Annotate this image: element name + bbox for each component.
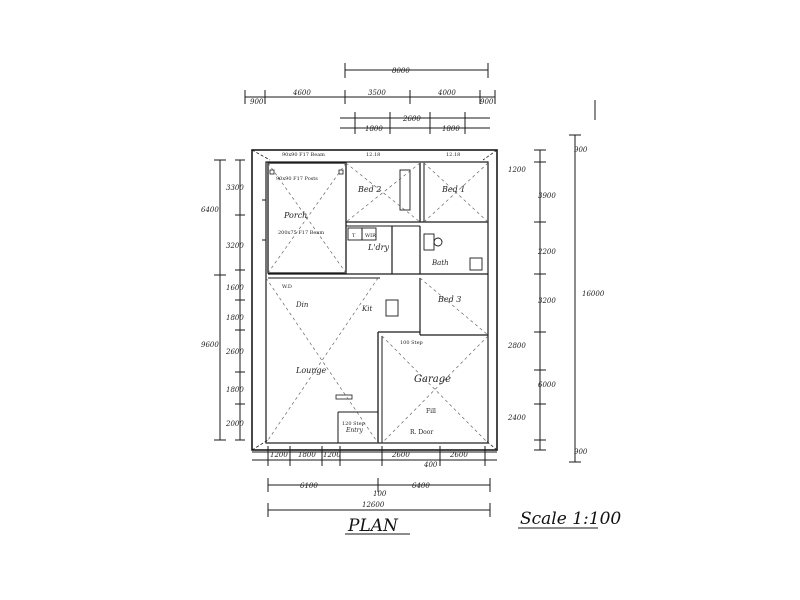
- note-posts: 90x90 F17 Posts: [276, 176, 318, 182]
- dim-left-seg-6: 2000: [225, 420, 244, 428]
- room-label-din: Din: [295, 301, 309, 309]
- room-label-bed3: Bed 3: [437, 295, 461, 304]
- room-label-bed2: Bed 2: [357, 185, 381, 194]
- scale-label: Scale 1:100: [520, 509, 621, 529]
- note-porch-beam: 90x90 F17 Beam: [282, 152, 325, 158]
- note-wd: W.D: [282, 284, 292, 290]
- note-lintel2: 12.18: [446, 152, 460, 158]
- dim-right-seg-3: 2200: [537, 248, 556, 256]
- note-beam: 200x75 F17 Beam: [278, 230, 324, 236]
- dim-left-seg-1: 3200: [226, 242, 244, 250]
- dim-top-window-1: 2600: [402, 115, 421, 123]
- dim-bottom-seg-2: 1200: [323, 451, 341, 459]
- note-wir: WIR: [365, 233, 376, 239]
- room-labels: Porch Bed 2 Bed 1 L'dry Bath Bed 3 Din K…: [283, 185, 465, 434]
- dim-top-row-3: 4000: [437, 89, 456, 97]
- room-label-kit: Kit: [361, 305, 372, 313]
- room-label-entry: Entry: [345, 427, 364, 434]
- dim-bottom-half-2: 6400: [412, 482, 430, 490]
- dim-bottom-seg-0: 1200: [270, 451, 288, 459]
- right-dimensions: 16000 900 1200 3900 2200 3200 2800 6000 …: [507, 100, 605, 463]
- dim-right-overall: 16000: [582, 290, 605, 298]
- drawing-notes: 90x90 F17 Beam 90x90 F17 Posts 200x75 F1…: [276, 152, 460, 436]
- dim-bottom-seg-3: 2600: [391, 451, 410, 459]
- room-label-lounge: Lounge: [295, 366, 327, 375]
- dim-bottom-seg-4: 400: [423, 461, 438, 469]
- dim-right-seg-8: 900: [574, 448, 588, 456]
- bottom-dimensions: 1200 1800 1200 2600 400 2600 6100 100 64…: [252, 446, 497, 517]
- dim-top-row-4: 900: [480, 98, 494, 106]
- top-dimensions: 8000 900 4600 3500 4000 900 1800 2600 18…: [244, 63, 496, 134]
- note-entry-step: 120 Step: [342, 421, 365, 427]
- dim-left-seg-4: 2600: [225, 348, 244, 356]
- dim-top-window-2: 1800: [442, 125, 460, 133]
- dim-bottom-seg-5: 2600: [449, 451, 468, 459]
- dim-right-seg-0: 900: [574, 146, 588, 154]
- dim-right-seg-1: 1200: [508, 166, 526, 174]
- dim-top-row-0: 900: [250, 98, 264, 106]
- dim-right-seg-5: 2800: [507, 342, 526, 350]
- note-wc: T: [352, 233, 356, 239]
- dim-right-seg-6: 6000: [538, 381, 556, 389]
- left-dimensions: 6400 9600 3300 3200 1600 1800 2600 1800 …: [201, 159, 245, 441]
- dim-bottom-half-1: 100: [373, 490, 387, 498]
- room-label-porch: Porch: [283, 211, 307, 220]
- drawing-title: PLAN Scale 1:100: [345, 509, 621, 536]
- dim-left-seg-0: 3300: [226, 184, 244, 192]
- dim-right-seg-2: 3900: [538, 192, 556, 200]
- room-label-bed1: Bed 1: [441, 185, 465, 194]
- dim-bottom-half-0: 6100: [300, 482, 318, 490]
- dim-left-overall-upper: 6400: [201, 206, 219, 214]
- dim-right-seg-7: 2400: [507, 414, 526, 422]
- room-label-bath: Bath: [431, 259, 449, 267]
- note-lintel: 12.18: [366, 152, 380, 158]
- room-label-ldry: L'dry: [367, 243, 389, 252]
- dim-top-window-0: 1800: [365, 125, 383, 133]
- note-step: 100 Step: [400, 340, 423, 346]
- dim-left-seg-3: 1800: [226, 314, 244, 322]
- plan-title: PLAN: [347, 516, 399, 536]
- outer-walls: [251, 149, 498, 451]
- note-fill: Fill: [426, 408, 436, 415]
- dim-top-row-1: 4600: [292, 89, 311, 97]
- internal-walls: [262, 162, 488, 443]
- note-rdoor: R. Door: [410, 429, 433, 436]
- dim-left-seg-2: 1600: [226, 284, 244, 292]
- dim-top-overall: 8000: [392, 67, 410, 75]
- dim-right-seg-4: 3200: [538, 297, 556, 305]
- room-label-garage: Garage: [414, 374, 451, 385]
- dim-left-seg-5: 1800: [226, 386, 244, 394]
- dim-bottom-seg-1: 1800: [298, 451, 316, 459]
- dim-left-overall-lower: 9600: [201, 341, 219, 349]
- dim-top-row-2: 3500: [368, 89, 386, 97]
- dim-bottom-overall: 12600: [362, 501, 385, 509]
- ceiling-diagonals: [265, 162, 489, 444]
